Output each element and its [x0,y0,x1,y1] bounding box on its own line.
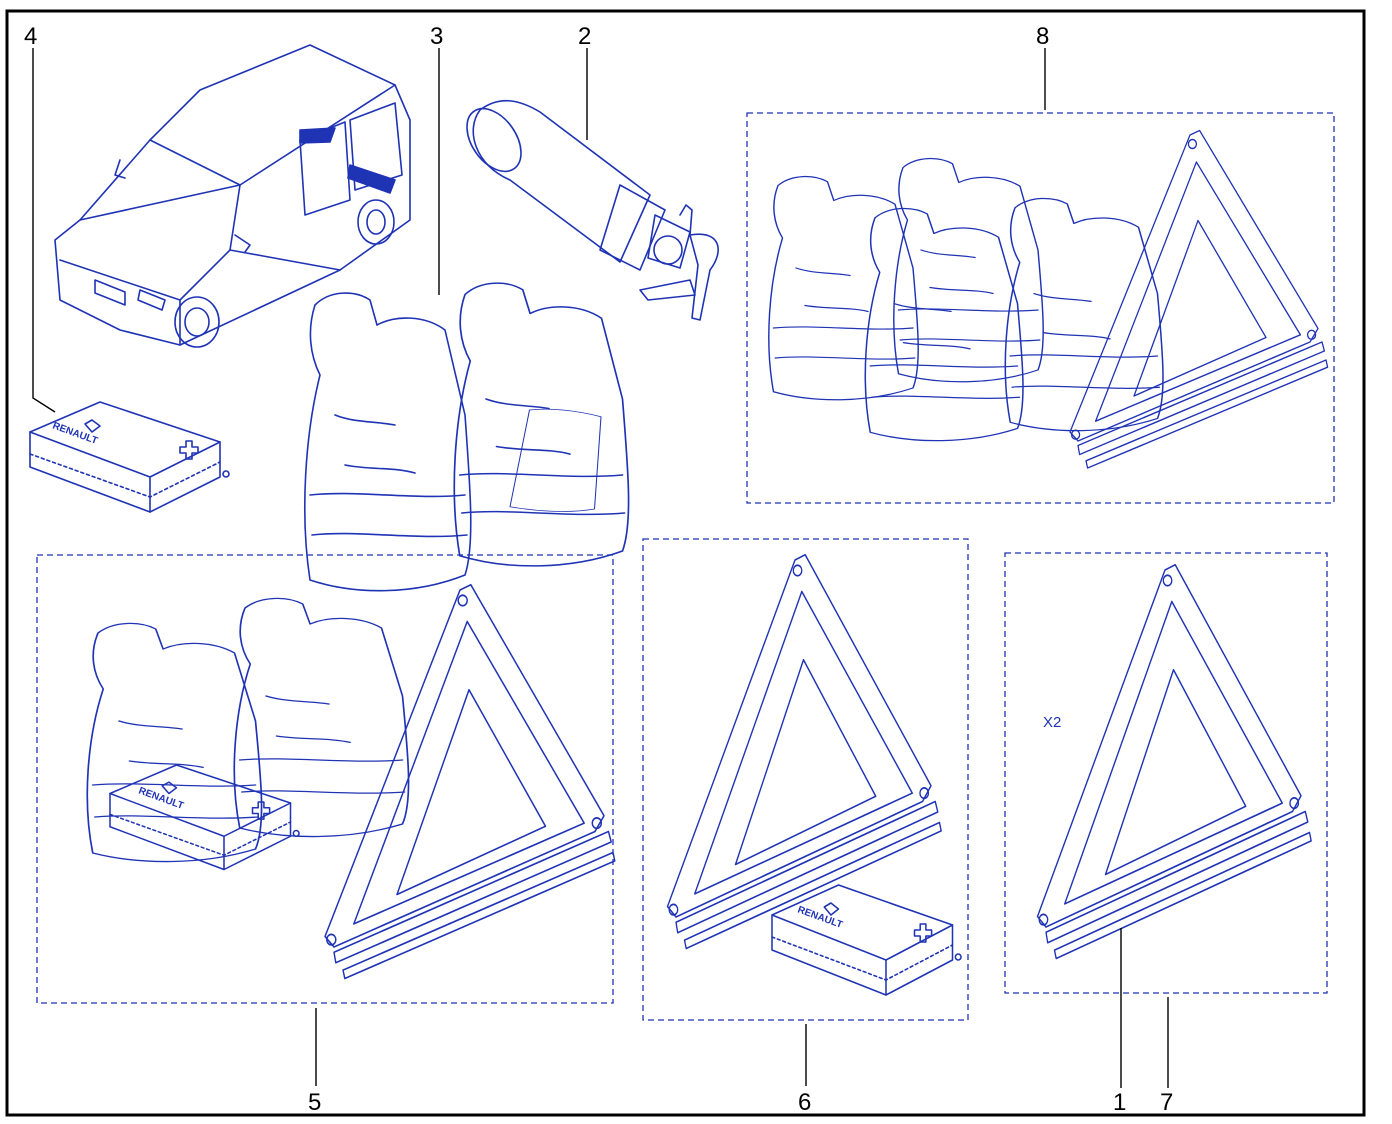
brand-text-kit-5: RENAULT [137,785,185,811]
label-5: 5 [308,1089,321,1116]
kit-8-contents [768,130,1329,469]
kit-box-6 [642,538,969,1021]
label-8: 8 [1036,23,1049,50]
label-3: 3 [430,23,443,50]
leader-lines [32,48,1169,1088]
van-illustration [54,44,411,348]
diagram-border [5,9,1366,1117]
label-6: 6 [798,1089,811,1116]
safety-vest-icon [304,282,630,592]
kit-5-contents [86,584,616,980]
leader-4 [32,48,56,413]
kit-box-5 [36,554,614,1004]
quantity-note: X2 [1043,714,1061,731]
kit-box-7 [1004,552,1328,994]
kit-6-contents [666,554,962,996]
label-7: 7 [1160,1089,1173,1116]
label-4: 4 [24,23,37,50]
warning-triangle-icon [1036,564,1312,960]
fire-extinguisher-icon [466,99,719,321]
first-aid-kit-icon [29,401,230,513]
label-2: 2 [578,23,591,50]
label-1: 1 [1113,1089,1126,1116]
kit-box-8 [746,112,1335,504]
